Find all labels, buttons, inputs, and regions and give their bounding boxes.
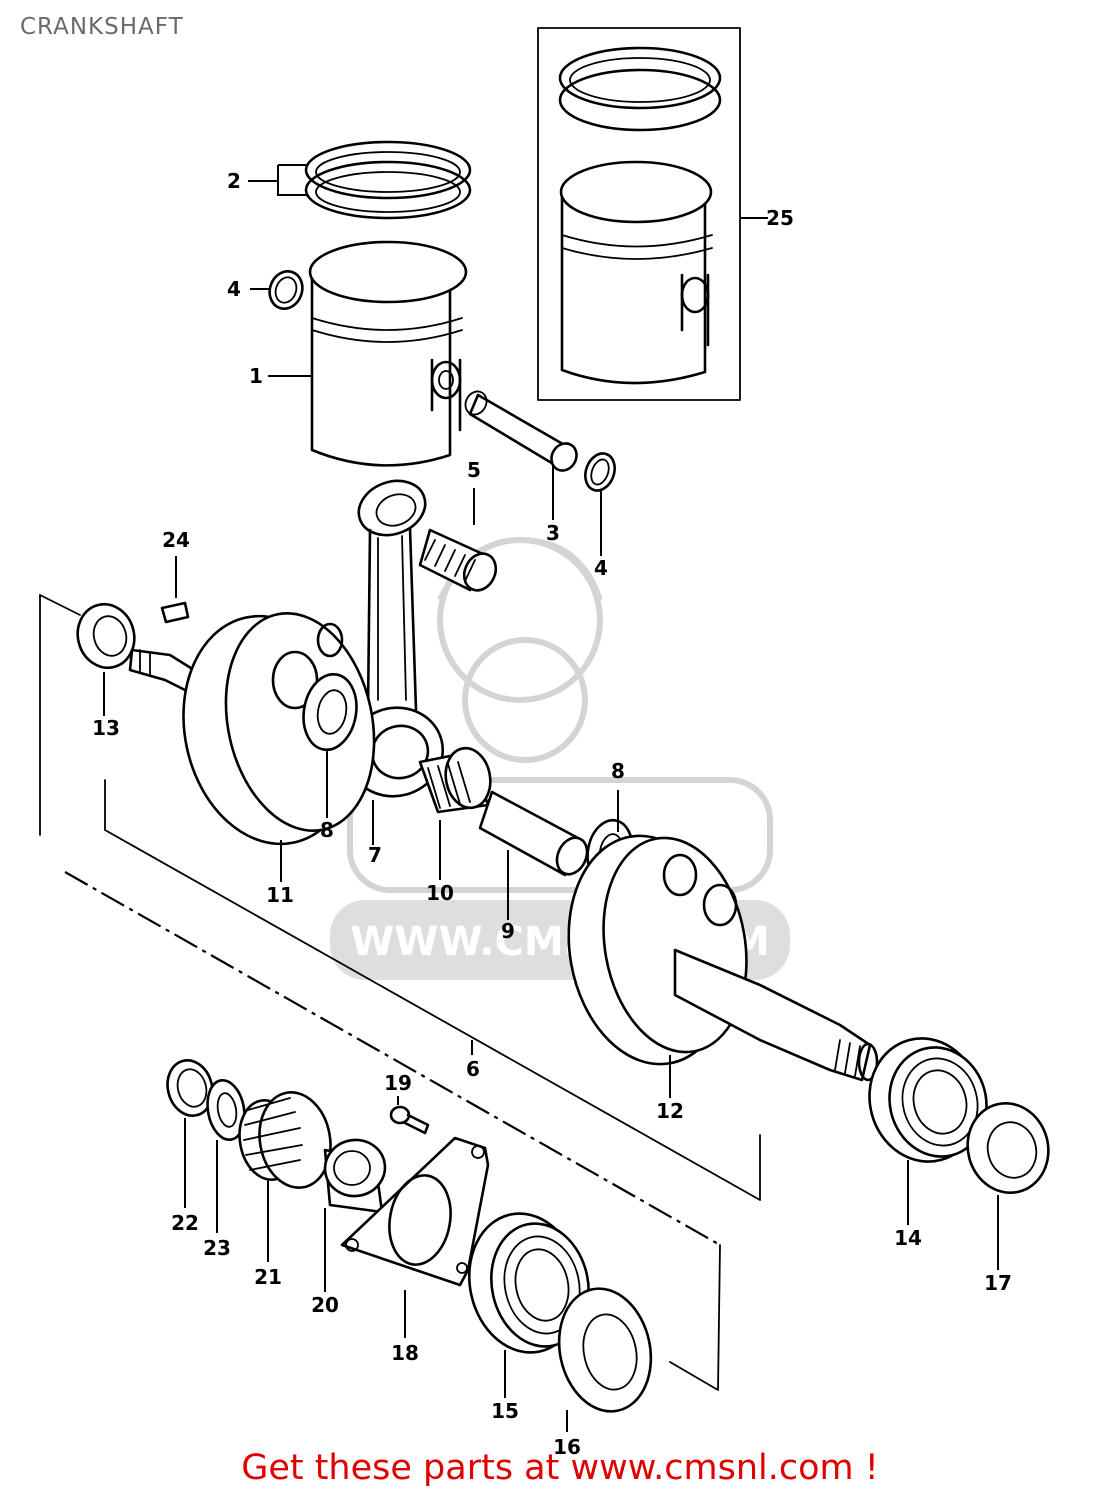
bearing-retainer-plate (340, 1136, 490, 1287)
callout-22: 22 (171, 1211, 199, 1235)
crankshaft-oil-seal-center (557, 1287, 653, 1413)
crankshaft-spacer (323, 1138, 387, 1214)
callout-7: 7 (368, 843, 382, 867)
callout-18: 18 (391, 1341, 419, 1365)
callout-5: 5 (467, 458, 481, 482)
callout-23: 23 (203, 1236, 231, 1260)
gear-circlip (166, 1059, 214, 1117)
callout-9: 9 (501, 919, 515, 943)
assembly-outlines (39, 27, 761, 1391)
callout-19: 19 (384, 1071, 412, 1095)
callout-17: 17 (984, 1271, 1012, 1295)
piston-set (558, 46, 722, 385)
callout-8-right: 8 (611, 759, 625, 783)
callout-20: 20 (311, 1293, 339, 1317)
callout-10: 10 (426, 881, 454, 905)
callout-24: 24 (162, 528, 190, 552)
crankshaft-oil-seal-right (966, 1102, 1050, 1194)
callout-3: 3 (546, 521, 560, 545)
callout-6: 6 (466, 1057, 480, 1081)
callout-4-left: 4 (227, 277, 241, 301)
piston (308, 240, 468, 467)
callout-14: 14 (894, 1226, 922, 1250)
callout-8-left: 8 (320, 818, 334, 842)
callout-15: 15 (491, 1399, 519, 1423)
piston-pin-clip-right (584, 452, 616, 492)
callout-16: 16 (553, 1435, 581, 1459)
page-title: CRANKSHAFT (20, 14, 184, 40)
gear-washer (206, 1078, 246, 1142)
crank-wheel-left (128, 612, 376, 846)
thrust-washer-left (302, 673, 358, 751)
callout-4-right: 4 (594, 556, 608, 580)
crank-pin (478, 790, 589, 877)
callout-21: 21 (254, 1265, 282, 1289)
callout-12: 12 (656, 1099, 684, 1123)
piston-rings-left (304, 140, 472, 220)
small-end-needle-bearing (418, 528, 498, 592)
crankshaft-bearing-right (868, 1037, 988, 1163)
callout-1: 1 (249, 364, 263, 388)
callout-13: 13 (92, 716, 120, 740)
callout-25: 25 (766, 206, 794, 230)
leader-lines (103, 164, 999, 1432)
callout-2: 2 (227, 169, 241, 193)
footer-banner[interactable]: Get these parts at www.cmsnl.com ! (241, 1448, 879, 1488)
callouts: 2 4 1 25 5 3 4 24 13 8 7 11 10 9 8 6 12 … (92, 169, 1012, 1459)
retainer-screw (389, 1105, 430, 1135)
callout-11: 11 (266, 883, 294, 907)
crank-wheel-right (567, 834, 879, 1082)
piston-pin-clip-left (268, 270, 304, 310)
primary-drive-gear (238, 1091, 332, 1189)
woodruff-key (160, 601, 190, 624)
piston-pin (464, 390, 578, 472)
crankshaft-oil-seal-left (76, 602, 136, 670)
big-end-needle-bearing (418, 746, 492, 814)
